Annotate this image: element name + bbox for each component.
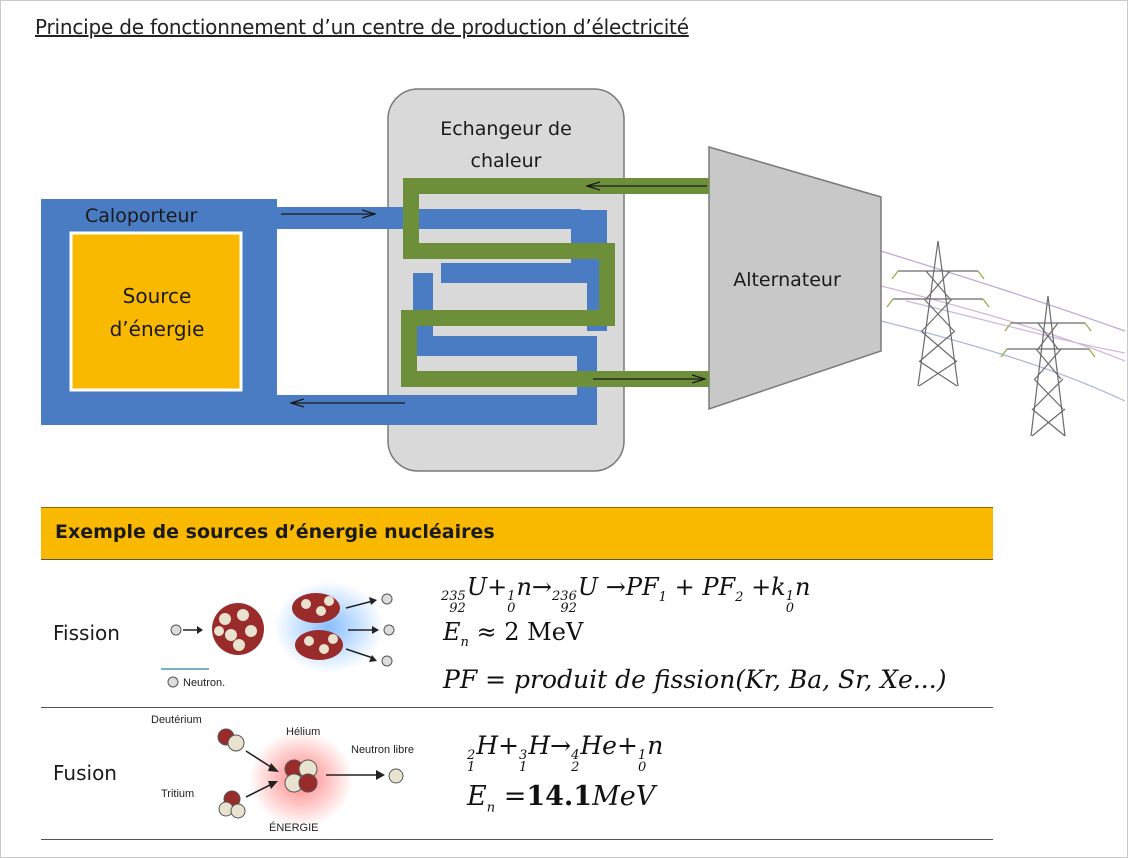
power-pylon-icon xyxy=(880,240,1126,437)
exchanger-label-line1: Echangeur de xyxy=(440,118,572,140)
table-separator xyxy=(41,559,993,560)
energy-source xyxy=(69,231,243,392)
neutron-legend: Neutron. xyxy=(183,677,225,689)
flow-arrow-icon xyxy=(281,186,707,403)
sources-title: Exemple de sources d’énergie nucléaires xyxy=(55,521,495,543)
helium-nucleus-icon xyxy=(284,759,318,793)
alternator xyxy=(708,146,882,411)
alternator-label: Alternateur xyxy=(733,269,841,291)
caloporteur-label: Caloporteur xyxy=(85,205,197,227)
energy-label: ÉNERGIE xyxy=(269,821,319,834)
fission-illustration: Neutron. xyxy=(161,581,395,689)
sources-header: Exemple de sources d’énergie nucléaires xyxy=(41,507,993,559)
free-neutron-label: Neutron libre xyxy=(351,744,414,756)
power-plant-diagram: Caloporteur Source d’énergie Echangeur d… xyxy=(41,88,1126,472)
table-separator xyxy=(41,839,993,840)
fusion-illustration: Deutérium Hélium Tritium Neutron libre É… xyxy=(151,714,414,834)
fission-equation-2: En ≈ 2 MeV xyxy=(443,618,584,650)
deuterium-icon xyxy=(217,728,245,752)
steam-loop xyxy=(401,178,709,387)
helium-label: Hélium xyxy=(286,726,320,738)
fusion-equation-2: En =14.1MeV xyxy=(467,781,656,816)
deuterium-label: Deutérium xyxy=(151,714,202,726)
source-label-line1: Source xyxy=(123,284,192,308)
tritium-icon xyxy=(218,790,246,819)
fusion-label: Fusion xyxy=(53,761,117,785)
page-title: Principe de fonctionnement d’un centre d… xyxy=(35,15,689,39)
fission-label: Fission xyxy=(53,621,120,645)
uranium-nucleus-icon xyxy=(212,603,264,655)
tritium-label: Tritium xyxy=(161,788,194,800)
fission-fragment-icon xyxy=(292,593,343,660)
fission-equation-3: PF = produit de fission(Kr, Ba, Sr, Xe..… xyxy=(443,665,947,694)
neutron-icon xyxy=(388,768,404,784)
table-separator xyxy=(41,707,993,708)
exchanger-label-line2: chaleur xyxy=(471,150,542,172)
source-label-line2: d’énergie xyxy=(110,317,205,341)
